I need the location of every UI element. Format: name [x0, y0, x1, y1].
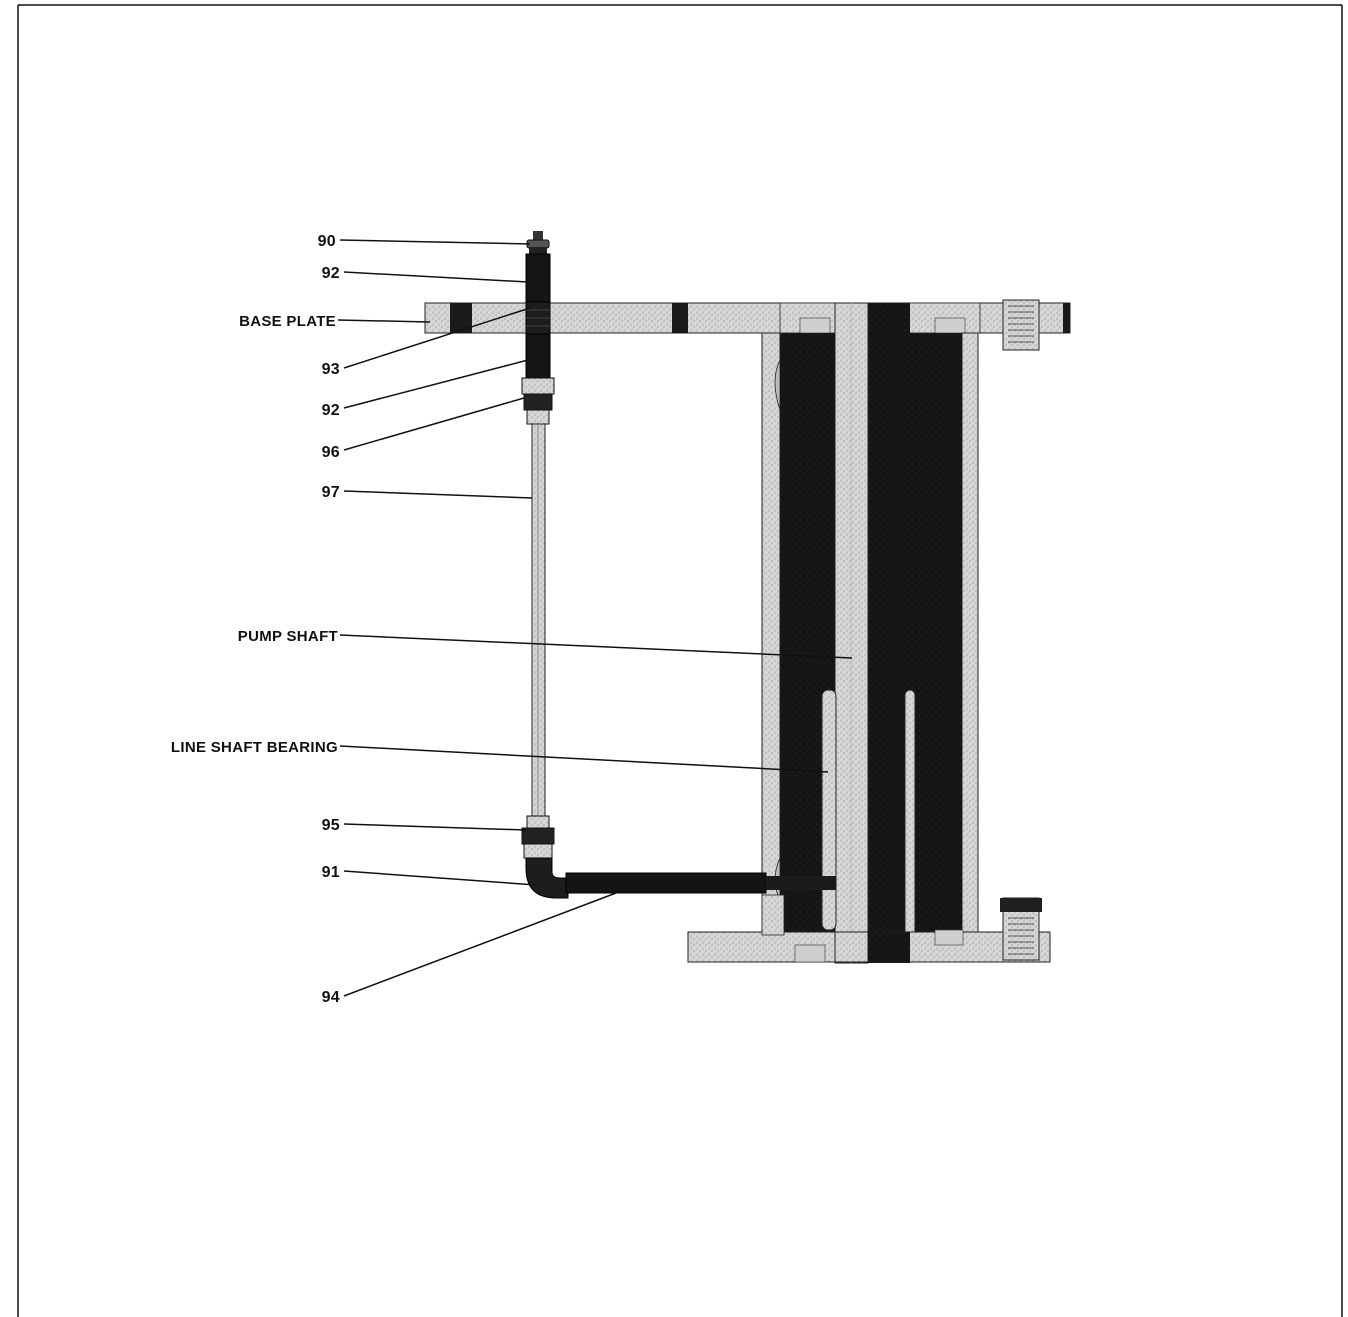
label-96: 96: [322, 444, 340, 461]
label-92-top: 92: [322, 265, 340, 282]
lubrication-line-assembly: [521, 231, 836, 899]
label-94: 94: [322, 989, 340, 1006]
elbow: [525, 857, 569, 899]
leader-line-shaft-bearing: [339, 745, 829, 773]
bottom-bolt: [1000, 897, 1042, 961]
label-90: 90: [318, 233, 336, 250]
label-pump-shaft: PUMP SHAFT: [238, 628, 338, 645]
leader-pump-shaft: [339, 634, 853, 659]
base-plate-slot-left: [450, 303, 472, 333]
top-bolt: [1002, 299, 1040, 351]
leader-97: [343, 490, 533, 499]
upper-nipple: [525, 253, 551, 303]
pump-housing: [424, 299, 1071, 964]
line-shaft-bearing: [821, 689, 837, 931]
callout-labels: 90 92 BASE PLATE 93 92 96 97 PUMP SHAFT …: [171, 233, 340, 1006]
leader-lines: [337, 239, 853, 997]
leader-96: [343, 397, 525, 451]
horizontal-pipe: [565, 872, 767, 894]
lower-nipple: [525, 333, 551, 379]
housing-left-wall: [761, 332, 781, 934]
label-line-shaft-bearing: LINE SHAFT BEARING: [171, 739, 338, 756]
leader-94: [343, 892, 617, 997]
page-frame: [17, 4, 1343, 1317]
leader-base-plate: [337, 319, 431, 323]
label-base-plate: BASE PLATE: [239, 313, 336, 330]
housing-right-wall: [961, 332, 979, 934]
leader-93: [343, 307, 531, 369]
base-plate-slot-right: [672, 303, 688, 333]
label-95: 95: [322, 817, 340, 834]
leader-92-bottom: [343, 359, 529, 409]
label-92-bottom: 92: [322, 402, 340, 419]
leader-95: [343, 823, 527, 831]
lower-tube-connector: [521, 815, 555, 859]
upper-tube-connector: [521, 377, 555, 425]
leader-92-top: [343, 271, 529, 283]
label-91: 91: [322, 864, 340, 881]
leader-90: [339, 239, 531, 245]
grease-fitting: [526, 231, 550, 254]
leader-91: [343, 870, 537, 886]
label-93: 93: [322, 361, 340, 378]
label-97: 97: [322, 484, 340, 501]
shaft-enclosing-tube: [868, 303, 910, 963]
